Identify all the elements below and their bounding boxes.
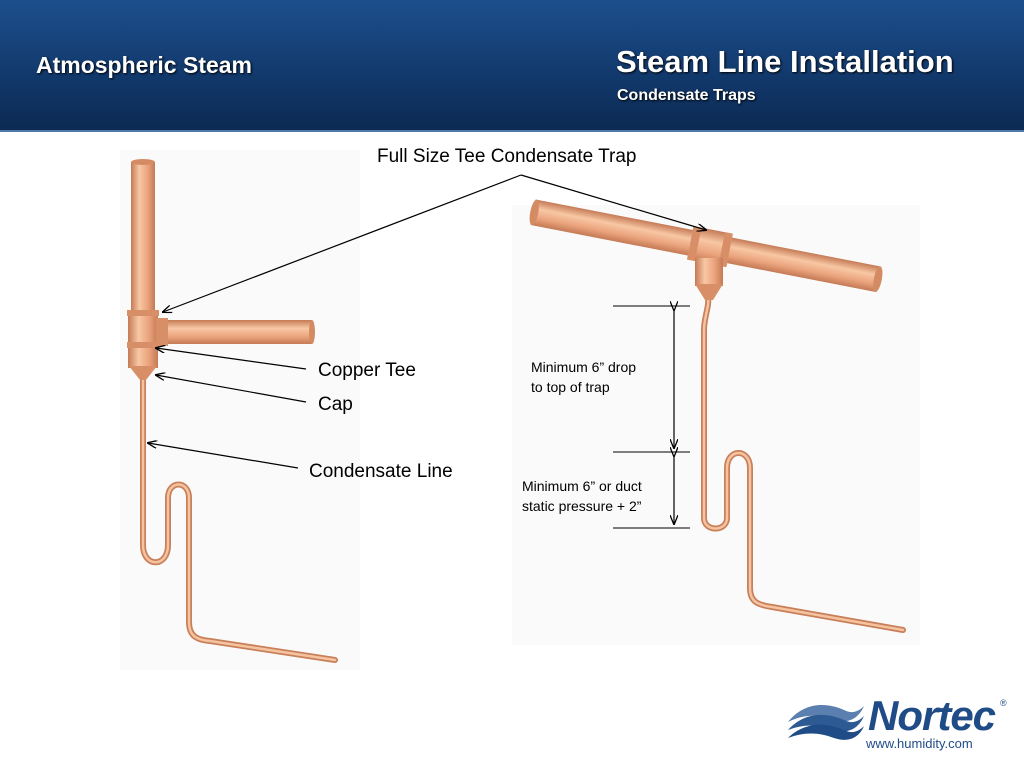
right-tee-drop: [695, 258, 723, 286]
copper-tee-label: Copper Tee: [318, 360, 416, 381]
static-label-line1: Minimum 6” or duct: [522, 478, 642, 494]
nortec-logo: Nortec ® www.humidity.com: [786, 692, 1016, 754]
wave-icon: [788, 705, 864, 740]
left-cap: [129, 366, 157, 380]
right-trap-assembly: [529, 199, 906, 633]
left-copper-tee: [128, 310, 158, 368]
page-title: Steam Line Installation: [616, 44, 954, 79]
condensate-line-label: Condensate Line: [309, 461, 453, 482]
header-banner: Atmospheric Steam Steam Line Installatio…: [0, 0, 1024, 132]
static-label-line2: static pressure + 2”: [522, 498, 642, 514]
drop-label-line2: to top of trap: [531, 379, 610, 395]
drop-dimension-label: Minimum 6” drop to top of trap: [531, 357, 691, 397]
left-render-background: [120, 150, 360, 670]
drop-label-line1: Minimum 6” drop: [531, 359, 637, 375]
static-dimension-label: Minimum 6” or duct static pressure + 2”: [522, 476, 682, 516]
trap-leader-left: [163, 174, 522, 312]
condensate-line-leader: [148, 443, 299, 469]
trap-label: Full Size Tee Condensate Trap: [377, 146, 637, 167]
website-url: www.humidity.com: [866, 736, 973, 751]
logo-wordmark: Nortec: [868, 692, 996, 739]
cap-label: Cap: [318, 394, 353, 415]
page-subtitle: Condensate Traps: [617, 87, 756, 104]
registered-mark: ®: [1000, 698, 1007, 708]
section-title: Atmospheric Steam: [36, 52, 253, 78]
cap-leader: [156, 375, 307, 403]
leader-arrows: [148, 174, 706, 469]
trap-leader-right: [520, 174, 706, 230]
right-cap: [695, 284, 723, 300]
left-trap-assembly: [127, 159, 338, 663]
left-horizontal-branch: [156, 320, 312, 344]
copper-tee-leader: [156, 348, 307, 370]
left-vertical-pipe: [131, 162, 155, 312]
dimension-lines: [613, 306, 690, 529]
